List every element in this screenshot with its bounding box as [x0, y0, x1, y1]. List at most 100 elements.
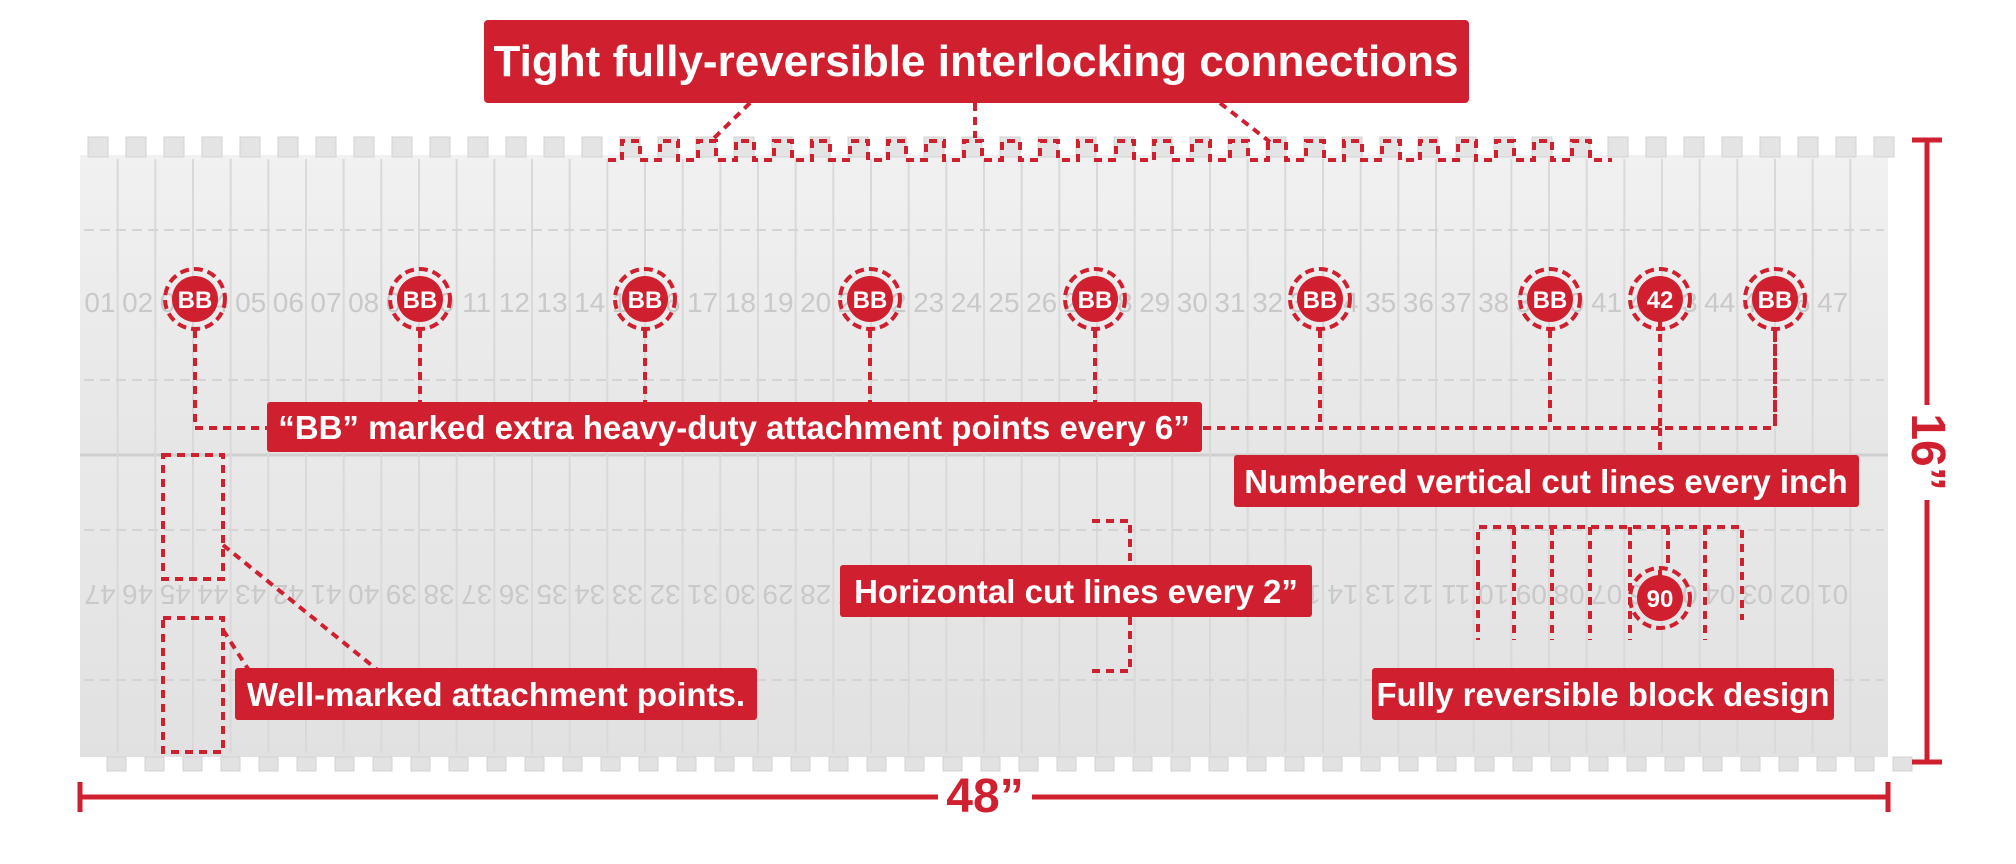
- interlock-tooth: [1854, 756, 1875, 772]
- bb-marker-disc: [397, 276, 443, 322]
- attachment-box-upper: [161, 453, 225, 581]
- interlock-tooth: [182, 756, 203, 772]
- attachment-label-box: [235, 668, 757, 720]
- interlock-label-box: [484, 20, 1469, 103]
- interlock-tooth: [1702, 756, 1723, 772]
- interlock-tooth: [1018, 756, 1039, 772]
- block-number: 39: [386, 579, 417, 610]
- interlock-tooth: [1835, 136, 1857, 158]
- interlock-tooth: [1645, 136, 1667, 158]
- bb-marker-ring: [613, 267, 677, 331]
- block-number: 14: [1327, 579, 1358, 610]
- bb-marker: BB: [1288, 267, 1352, 331]
- interlock-tooth: [1512, 756, 1533, 772]
- block-number: 44: [1704, 287, 1735, 318]
- interlock-tooth: [239, 136, 261, 158]
- bb-label: “BB” marked extra heavy-duty attachment …: [278, 409, 1189, 446]
- vertical-cut-label-box: [1234, 455, 1859, 507]
- interlock-tooth: [543, 136, 565, 158]
- interlock-tooth: [1626, 756, 1647, 772]
- block-number: 36: [1403, 287, 1434, 318]
- dimension-height: 16”: [1901, 137, 1954, 765]
- interlock-tooth: [1094, 756, 1115, 772]
- interlock-tooth: [1208, 756, 1229, 772]
- interlock-tooth: [562, 756, 583, 772]
- bb-marker-ring: [1518, 267, 1582, 331]
- bb-marker: BB: [838, 267, 902, 331]
- attachment-box-lower: [161, 616, 225, 754]
- interlock-tooth: [1778, 756, 1799, 772]
- block-number: 32: [1252, 287, 1283, 318]
- interlock-teeth-bottom: [106, 756, 1913, 772]
- bb-marker-text: BB: [178, 287, 213, 314]
- reversible-label: Fully reversible block design: [1377, 676, 1830, 713]
- bb-marker-text: BB: [403, 287, 438, 314]
- block-number: 28: [800, 579, 831, 610]
- block-number: 38: [423, 579, 454, 610]
- horizontal-cut-bracket-bottom: [1092, 617, 1132, 673]
- interlock-tooth: [1664, 756, 1685, 772]
- bb-marker-text: BB: [853, 287, 888, 314]
- block-number: 02: [122, 287, 153, 318]
- marker-90-disc: [1637, 575, 1683, 621]
- block-number: 14: [574, 287, 605, 318]
- width-label: 48”: [946, 770, 1023, 823]
- interlock-tooth: [1740, 756, 1761, 772]
- bb-marker-disc: [1297, 276, 1343, 322]
- interlock-tooth: [1398, 756, 1419, 772]
- block-number: 05: [235, 287, 266, 318]
- block-number: 32: [649, 579, 680, 610]
- marker-42-text: 42: [1647, 287, 1674, 314]
- block-number: 11: [1441, 579, 1470, 610]
- bb-attachment-points: “BB” marked extra heavy-duty attachment …: [193, 320, 1777, 452]
- bb-label-box: [267, 402, 1202, 452]
- block-number: 01: [1817, 579, 1848, 610]
- interlock-tooth: [334, 756, 355, 772]
- bb-marker-ring: [1743, 267, 1807, 331]
- callout-interlocking: Tight fully-reversible interlocking conn…: [484, 20, 1612, 162]
- bb-marker-ring: [838, 267, 902, 331]
- interlock-tooth: [1683, 136, 1705, 158]
- interlock-tooth: [790, 756, 811, 772]
- interlock-tooth: [163, 136, 185, 158]
- marker-90-text: 90: [1647, 586, 1674, 613]
- block-number: 40: [348, 579, 379, 610]
- reversible-cut-markers: [1476, 525, 1744, 640]
- interlock-tooth: [410, 756, 431, 772]
- interlock-teeth-top: [87, 136, 1895, 158]
- block-number: 44: [197, 579, 228, 610]
- bb-marker: BB: [1518, 267, 1582, 331]
- interlock-tooth: [467, 136, 489, 158]
- block-number: 30: [1177, 287, 1208, 318]
- interlock-tooth: [125, 136, 147, 158]
- interlock-tooth: [448, 756, 469, 772]
- callout-attachment: Well-marked attachment points.: [161, 453, 757, 754]
- reversible-bracket: [1476, 525, 1744, 620]
- bb-marker-disc: [172, 276, 218, 322]
- interlock-tooth: [980, 756, 1001, 772]
- interlock-tooth: [486, 756, 507, 772]
- reversible-label-box: [1372, 668, 1834, 720]
- block-number: 46: [122, 579, 153, 610]
- interlock-tooth: [1284, 756, 1305, 772]
- block-number: 47: [1817, 287, 1848, 318]
- marker-42-disc: [1637, 276, 1683, 322]
- block-number: 37: [461, 579, 492, 610]
- interlock-tooth: [1721, 136, 1743, 158]
- block-number: 35: [536, 579, 567, 610]
- interlock-tooth: [505, 136, 527, 158]
- block-number: 03: [1742, 579, 1773, 610]
- interlock-tooth: [277, 136, 299, 158]
- block-number: 41: [1591, 287, 1622, 318]
- interlock-tooth: [1056, 756, 1077, 772]
- horizontal-cut-lines: [84, 229, 1884, 681]
- interlock-tooth: [353, 136, 375, 158]
- interlock-tooth: [391, 136, 413, 158]
- interlock-tooth: [828, 756, 849, 772]
- bb-marker-disc: [1527, 276, 1573, 322]
- interlock-tooth: [296, 756, 317, 772]
- bb-marker-ring: [1288, 267, 1352, 331]
